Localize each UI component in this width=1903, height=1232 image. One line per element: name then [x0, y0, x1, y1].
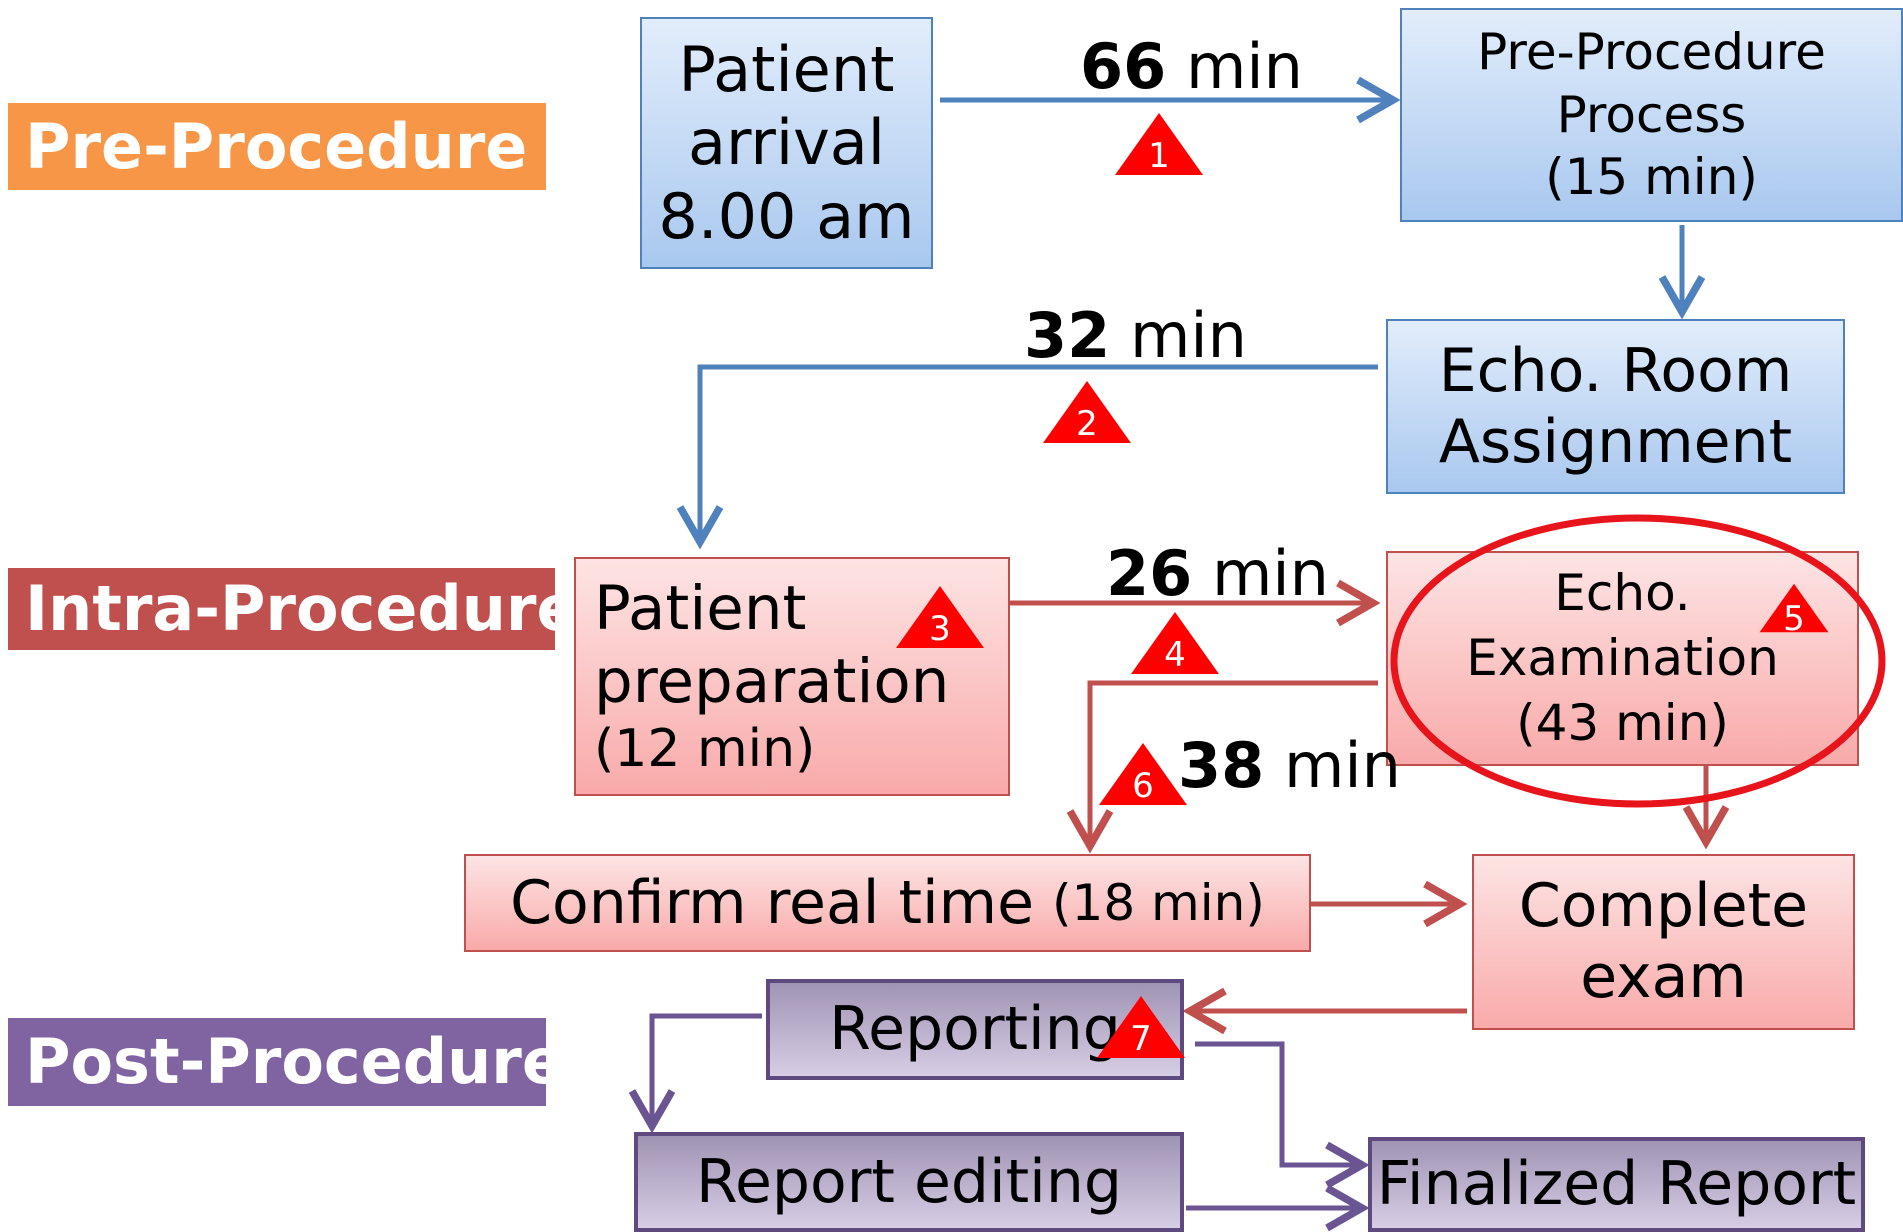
- warning-number-4: 4: [1164, 635, 1186, 675]
- confirm-real-time-duration: (18 min): [1052, 873, 1265, 932]
- patient-arrival-line1: Patient: [678, 33, 895, 107]
- duration-value-38: 38: [1178, 729, 1265, 802]
- duration-label-66: 66 min: [1080, 36, 1303, 98]
- duration-unit-38: min: [1284, 729, 1401, 802]
- confirm-real-time-box: Confirm real time (18 min): [464, 854, 1311, 952]
- confirm-real-time-label: Confirm real time: [510, 867, 1035, 938]
- patient-preparation-duration: (12 min): [594, 719, 816, 780]
- warning-number-5: 5: [1783, 599, 1805, 639]
- phase-post-procedure: Post-Procedure: [8, 1018, 564, 1106]
- warning-triangle-icon-3: 3: [894, 584, 986, 650]
- warning-number-1: 1: [1148, 136, 1170, 176]
- warning-triangle-icon-7: 7: [1095, 994, 1187, 1060]
- pre-procedure-process-line1: Pre-Procedure: [1477, 23, 1826, 82]
- arrow-reporting-to-finalized: [1195, 1041, 1370, 1189]
- finalized-report-box: Finalized Report: [1368, 1137, 1865, 1232]
- duration-label-38: 38 min: [1178, 735, 1401, 797]
- arrow-exam-to-confirm: [1066, 680, 1378, 854]
- finalized-report-label: Finalized Report: [1376, 1149, 1857, 1220]
- duration-value-26: 26: [1106, 537, 1193, 610]
- duration-value-66: 66: [1080, 30, 1167, 103]
- pre-procedure-process-line2: Process: [1556, 85, 1747, 144]
- reporting-label: Reporting: [829, 994, 1121, 1065]
- duration-label-26: 26 min: [1106, 543, 1329, 605]
- duration-unit-26: min: [1212, 537, 1329, 610]
- complete-exam-line2: exam: [1580, 942, 1747, 1012]
- phase-intra-procedure: Intra-Procedure: [8, 568, 579, 650]
- pre-procedure-process-box: Pre-Procedure Process (15 min): [1400, 8, 1903, 222]
- duration-label-32: 32 min: [1024, 305, 1247, 367]
- phase-pre-procedure: Pre-Procedure: [8, 103, 546, 190]
- warning-number-2: 2: [1076, 404, 1098, 444]
- patient-arrival-box: Patient arrival 8.00 am: [640, 17, 933, 269]
- complete-exam-box: Complete exam: [1472, 854, 1855, 1030]
- patient-arrival-line2: arrival: [687, 106, 886, 180]
- patient-arrival-line3: 8.00 am: [658, 179, 915, 253]
- reporting-box: Reporting: [766, 979, 1184, 1080]
- complete-exam-line1: Complete: [1518, 871, 1809, 942]
- warning-number-3: 3: [929, 609, 951, 649]
- report-editing-label: Report editing: [696, 1146, 1122, 1217]
- arrow-reporting-to-editing: [628, 1013, 762, 1134]
- warning-number-7: 7: [1130, 1019, 1152, 1059]
- echo-room-line1: Echo. Room: [1438, 335, 1793, 406]
- patient-preparation-line2: preparation: [594, 646, 950, 718]
- pre-procedure-process-line3: (15 min): [1545, 148, 1758, 207]
- echo-examination-duration: (43 min): [1516, 694, 1729, 752]
- duration-value-32: 32: [1024, 299, 1111, 372]
- patient-preparation-line1: Patient: [594, 573, 807, 645]
- warning-triangle-icon-5: 5: [1758, 576, 1830, 640]
- warning-triangle-icon-1: 1: [1113, 111, 1205, 177]
- echo-examination-box: Echo. Examination (43 min): [1386, 551, 1859, 766]
- echo-room-line2: Assignment: [1438, 406, 1793, 477]
- highlight-circle: [1390, 514, 1886, 808]
- duration-unit-66: min: [1186, 30, 1303, 103]
- warning-triangle-icon-2: 2: [1041, 379, 1133, 445]
- echo-examination-line2: Examination: [1466, 629, 1779, 687]
- warning-triangle-icon-6: 6: [1097, 741, 1189, 807]
- echo-examination-line1: Echo.: [1554, 564, 1691, 622]
- report-editing-box: Report editing: [634, 1132, 1184, 1232]
- warning-number-6: 6: [1132, 766, 1154, 806]
- warning-triangle-icon-4: 4: [1129, 610, 1221, 676]
- arrow-room-to-preparation: [676, 364, 1378, 550]
- echo-room-assignment-box: Echo. Room Assignment: [1386, 319, 1845, 494]
- duration-unit-32: min: [1130, 299, 1247, 372]
